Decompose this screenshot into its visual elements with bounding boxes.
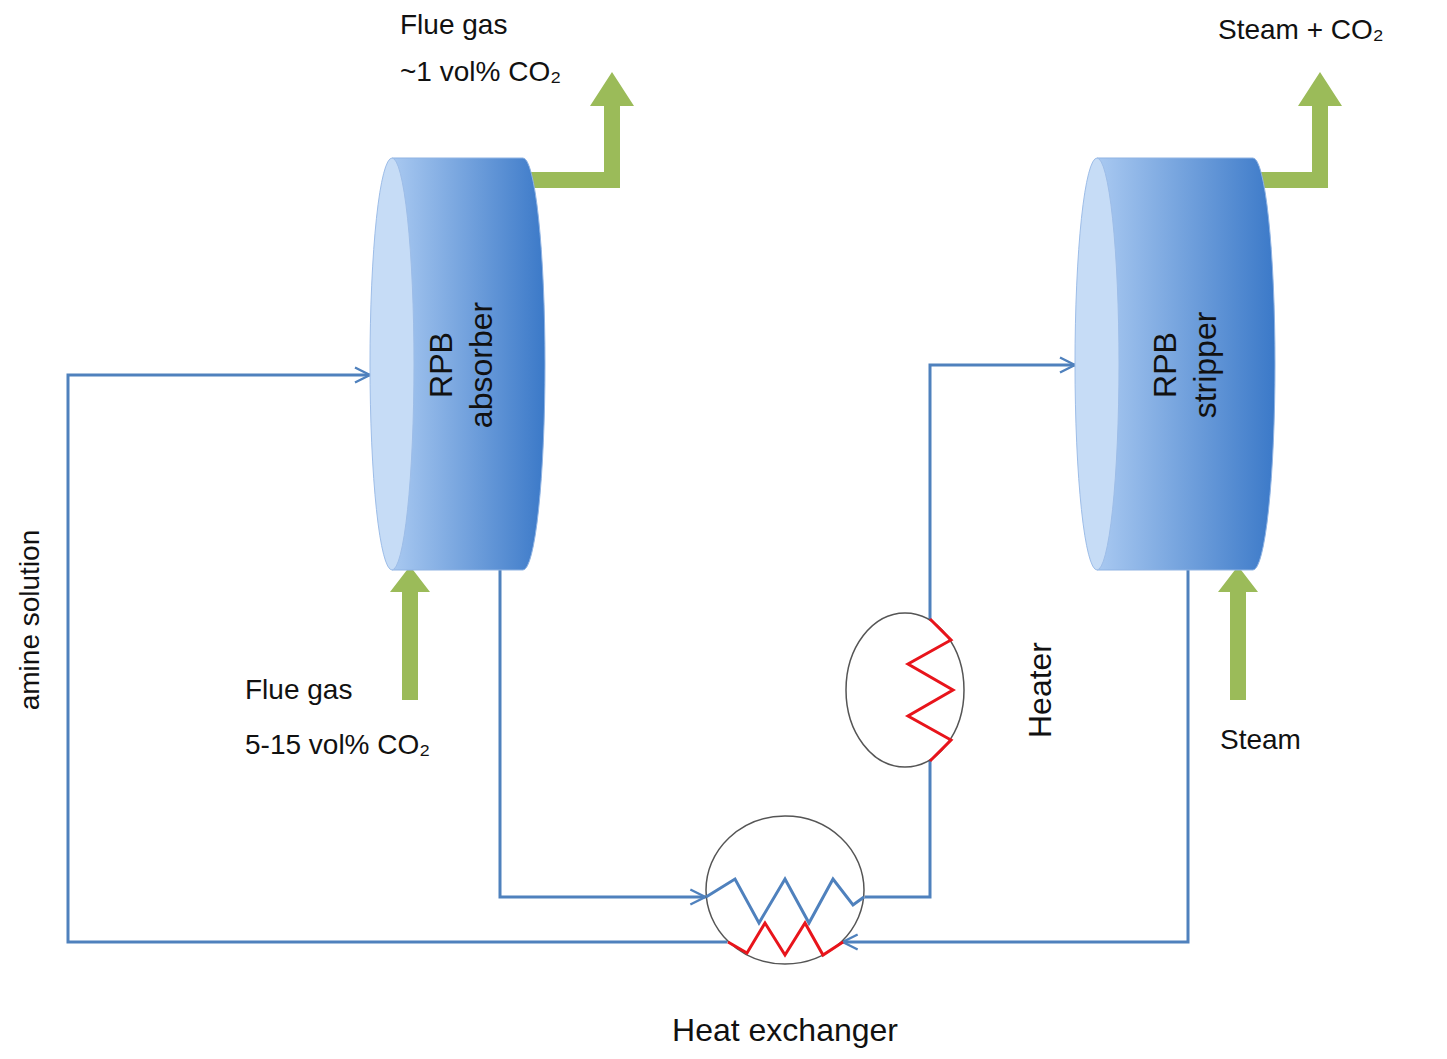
stream-label: Flue gas: [400, 8, 507, 42]
flow-line: [930, 365, 1075, 619]
unit-label: Heater: [1020, 642, 1060, 738]
unit-label: Heat exchanger: [672, 1010, 898, 1050]
unit-circle: [706, 816, 864, 964]
heater-circle: Heater: [845, 612, 965, 768]
stream-label: Steam + CO₂: [1218, 13, 1384, 47]
flow-arrow: [520, 72, 634, 188]
flow-arrow: [1218, 566, 1258, 700]
column-cylinder: RPB stripper: [1075, 158, 1275, 570]
node-outline: [845, 612, 965, 768]
node-outline: [705, 815, 865, 965]
coil-symbol: [728, 923, 843, 955]
exchanger-circle: Heat exchanger: [705, 815, 865, 965]
stream-label: ~1 vol% CO₂: [400, 55, 561, 89]
unit-circle: [846, 613, 964, 767]
line-label: amine solution: [13, 530, 47, 711]
flow-line: [843, 570, 1188, 942]
cylinder-face: [1075, 158, 1119, 570]
column-cylinder: RPB absorber: [370, 158, 545, 570]
flow-line: [865, 761, 930, 897]
flow-line: [500, 570, 705, 897]
cylinder-body: [392, 158, 545, 570]
coil-symbol: [908, 619, 953, 761]
stream-label: 5-15 vol% CO₂: [245, 728, 430, 762]
column-label: RPB stripper: [1145, 290, 1225, 440]
coil-symbol: [706, 879, 864, 923]
column-label: RPB absorber: [421, 290, 501, 440]
cylinder-face: [370, 158, 414, 570]
stream-label: Flue gas: [245, 673, 352, 707]
stream-label: Steam: [1220, 723, 1301, 757]
flow-arrow: [390, 566, 430, 700]
cylinder-body: [1097, 158, 1275, 570]
flow-arrow: [1250, 72, 1342, 188]
